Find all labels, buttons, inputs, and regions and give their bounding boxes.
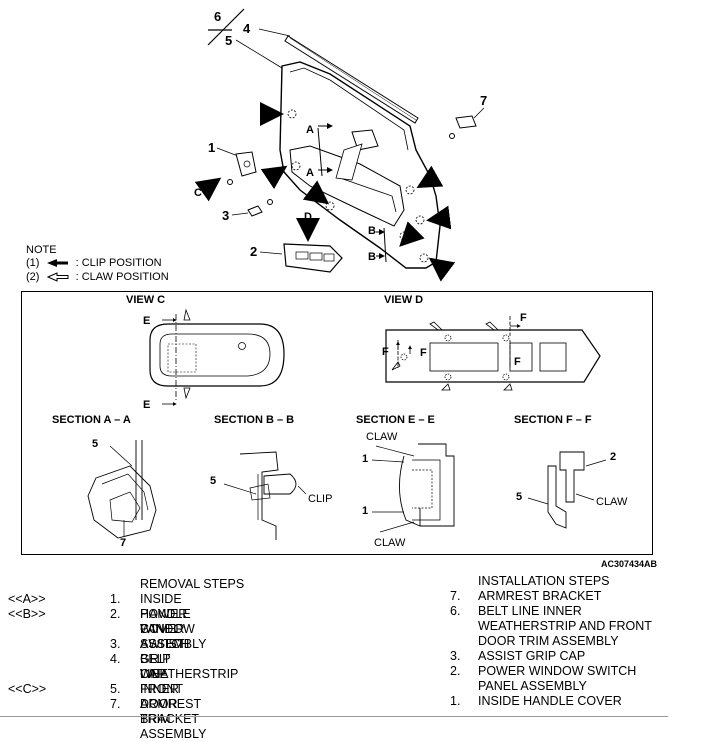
bracket-line [207,8,245,46]
ff-claw-label: CLAW [596,496,628,508]
outline-arrow-icon [46,272,69,282]
assist-grip-cap-part [247,205,263,217]
aa-callout-7: 7 [120,537,126,549]
callout-7: 7 [480,93,487,108]
list-item: 7.ARMREST BRACKET [450,589,602,603]
figure-code: AC307434AB [601,559,658,569]
bb-clip-label: CLIP [308,493,332,505]
callout-6: 6 [214,9,221,24]
section-a-lower: A [306,167,314,179]
section-aa-drawing [87,440,157,539]
section-ee-title: SECTION E – E [356,414,435,426]
ff-callout-2: 2 [610,451,616,463]
view-d-drawing [385,316,601,391]
ee-claw-bottom: CLAW [374,537,406,549]
list-item: WEATHERSTRIP AND FRONT [478,619,652,633]
list-item: 1.INSIDE HANDLE COVER [450,694,622,708]
f-label-2: F [382,346,389,358]
section-ee-drawing [371,443,455,533]
section-b-upper: B [368,225,376,237]
ee-callout-1-top: 1 [362,453,368,465]
belt-line-weatherstrip [284,35,419,124]
bottom-divider [0,716,668,717]
section-ff-title: SECTION F – F [514,414,592,426]
installation-list: 7.ARMREST BRACKET 6.BELT LINE INNER WEAT… [450,589,710,709]
removal-title: REMOVAL STEPS [140,577,245,591]
callout-2: 2 [250,244,257,259]
exploded-view-drawing: 6 5 4 A A B B 1 [194,8,487,282]
aa-callout-5: 5 [92,438,98,450]
f-label-1: F [520,312,527,324]
callout-5: 5 [225,33,232,48]
clip-arrows [260,102,456,282]
ee-claw-top: CLAW [366,431,398,443]
view-c-title: VIEW C [126,294,166,306]
section-bb-title: SECTION B – B [214,414,295,426]
bb-callout-5: 5 [210,475,216,487]
view-d-title: VIEW D [384,294,424,306]
ff-callout-5: 5 [516,491,522,503]
list-item: 2.POWER WINDOW SWITCH [450,664,637,678]
list-item: PANEL ASSEMBLY [478,679,587,693]
section-b-lower: B [368,251,376,263]
section-aa-title: SECTION A – A [52,414,131,426]
section-ff-drawing [527,451,607,529]
inside-handle-cover-part [235,151,257,177]
note-item-clip: (1) : CLIP POSITION [26,257,162,269]
screw-icon [227,179,233,185]
ee-callout-1-bottom: 1 [362,505,368,517]
note-title: NOTE [26,244,57,256]
callout-1: 1 [208,140,215,155]
callout-4: 4 [243,21,251,36]
f-label-4: F [514,356,521,368]
installation-title: INSTALLATION STEPS [478,574,610,588]
screw-icon [267,199,273,205]
list-item: 3.ASSIST GRIP CAP [450,649,586,663]
note-item-claw: (2) : CLAW POSITION [26,271,169,283]
view-d-arrow-label: D [304,211,312,223]
armrest-bracket-part [455,115,477,129]
section-bb-drawing [223,451,307,540]
screw-icon [449,133,455,139]
e-label-bottom: E [143,399,150,411]
view-c-drawing [149,308,285,406]
list-item: DOOR TRIM ASSEMBLY [478,634,619,648]
armrest [289,145,405,227]
section-a-upper: A [306,124,314,136]
f-label-3: F [420,347,427,359]
detail-panel [21,291,653,555]
list-item: 6.BELT LINE INNER [450,604,582,618]
solid-arrow-icon [46,259,68,268]
callout-3: 3 [222,208,229,223]
e-label-top: E [143,315,150,327]
